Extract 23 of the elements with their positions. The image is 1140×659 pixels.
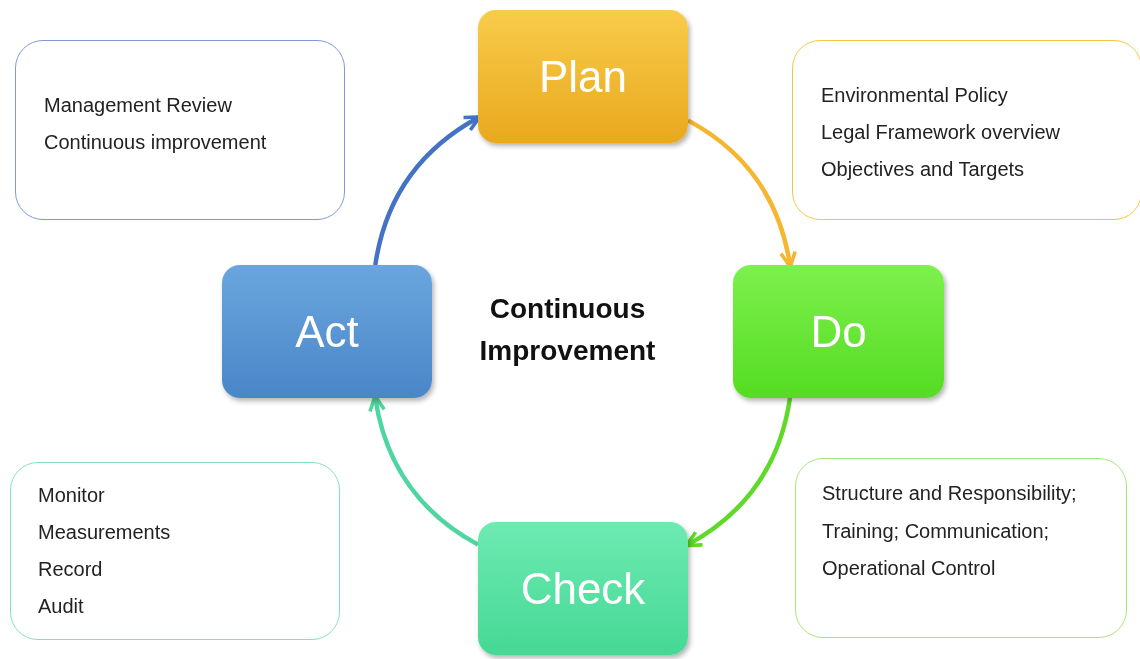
note-text: Record bbox=[38, 557, 104, 582]
note-card bbox=[792, 40, 1140, 220]
phase-box bbox=[733, 265, 944, 398]
note-text: Structure and Responsibility; Training; Communication; Operational Control bbox=[822, 481, 1078, 581]
note-text: Monitor bbox=[38, 483, 106, 508]
note-text: Legal Framework overview bbox=[821, 120, 1061, 145]
note-card bbox=[15, 40, 345, 220]
note-card bbox=[795, 458, 1127, 638]
center-title: Continuous Improvement bbox=[478, 292, 657, 368]
phase-label: Act bbox=[295, 306, 359, 357]
note-text: Measurements bbox=[38, 520, 172, 545]
phase-box bbox=[478, 10, 688, 143]
phase-label: Plan bbox=[538, 51, 628, 102]
note-text: Objectives and Targets bbox=[821, 157, 1026, 182]
phase-box bbox=[222, 265, 432, 398]
phase-label: Check bbox=[520, 563, 646, 614]
note-text: Environmental Policy bbox=[821, 83, 1009, 108]
note-text: Continuous improvement bbox=[44, 130, 268, 155]
note-text: Audit bbox=[38, 594, 85, 619]
phase-label: Do bbox=[810, 306, 867, 357]
note-text: Management Review bbox=[44, 93, 233, 118]
phase-box bbox=[478, 522, 688, 655]
note-card bbox=[10, 462, 340, 640]
